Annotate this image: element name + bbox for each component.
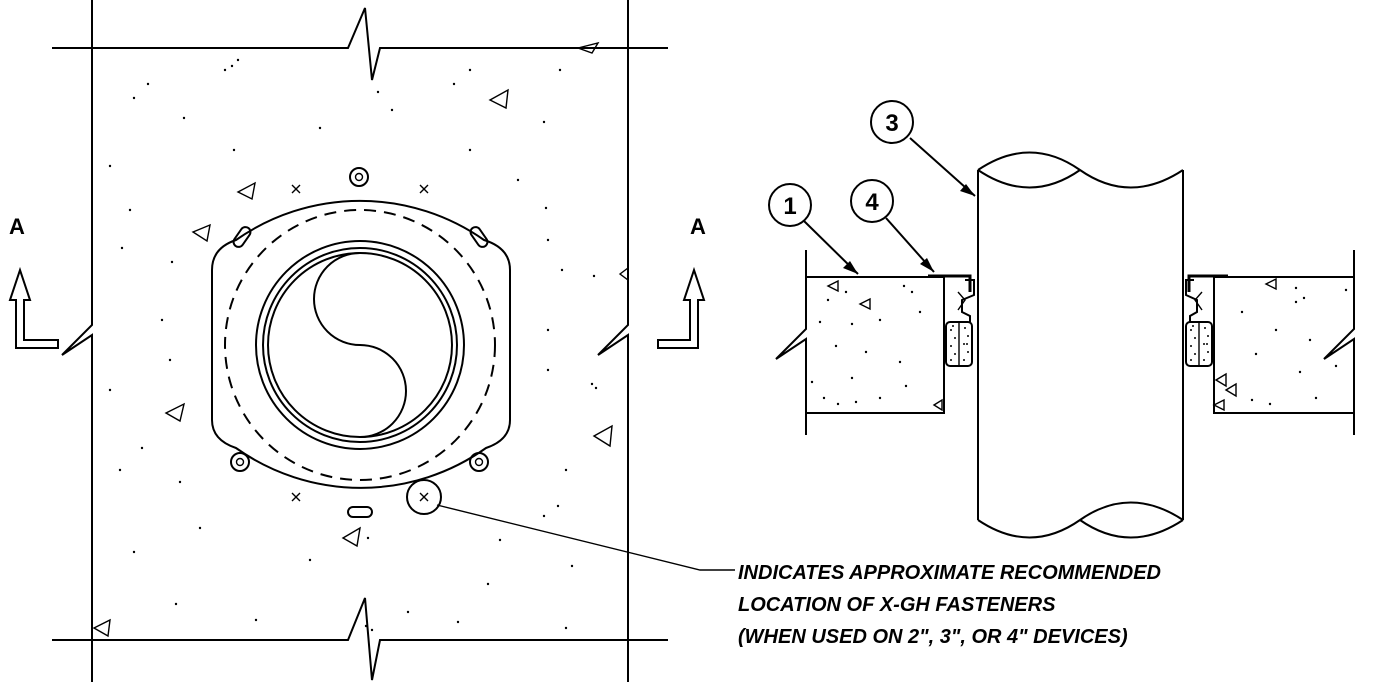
fastener-highlight-circle [406, 479, 442, 515]
slot-upper-right [469, 226, 489, 248]
slab-section-left [775, 250, 945, 435]
anchor-bolt-bottom-right [469, 452, 489, 472]
slab-outline [52, 0, 668, 682]
fastener-marks [291, 184, 429, 502]
note-line-2: LOCATION OF X-GH FASTENERS [738, 594, 1056, 616]
note-line-3: (WHEN USED ON 2", 3", OR 4" DEVICES) [738, 626, 1128, 648]
section-marker-right: A [657, 214, 706, 349]
slot-bottom [347, 506, 373, 518]
pipe [977, 151, 1184, 539]
section-marker-left: A [8, 214, 59, 349]
plan-view: A A [8, 0, 735, 682]
device-right [1185, 274, 1228, 367]
device-dashed-ring [224, 209, 496, 481]
device-left [928, 274, 975, 367]
section-marker-left-label: A [9, 214, 25, 239]
callout-3-number: 3 [885, 110, 898, 137]
callout-1-number: 1 [783, 193, 796, 220]
concrete-aggregate [92, 41, 629, 638]
device-flange [211, 199, 511, 489]
fastener-note: INDICATES APPROXIMATE RECOMMENDED LOCATI… [738, 562, 1161, 648]
note-line-1: INDICATES APPROXIMATE RECOMMENDED [738, 562, 1161, 584]
callout-4-number: 4 [865, 189, 879, 216]
callout-4: 4 [850, 179, 935, 273]
anchor-bolt-bottom-left [230, 452, 250, 472]
slot-upper-left [232, 226, 252, 248]
callout-1: 1 [768, 183, 859, 275]
section-view: 3 1 4 [768, 100, 1355, 539]
slab-section-right [1212, 250, 1355, 435]
note-leader-line [436, 504, 735, 571]
callout-3: 3 [870, 100, 976, 197]
section-marker-right-label: A [690, 214, 706, 239]
anchor-bolt-top [349, 167, 369, 187]
pipe-break-symbol [313, 252, 407, 438]
firestop-device [211, 167, 511, 518]
